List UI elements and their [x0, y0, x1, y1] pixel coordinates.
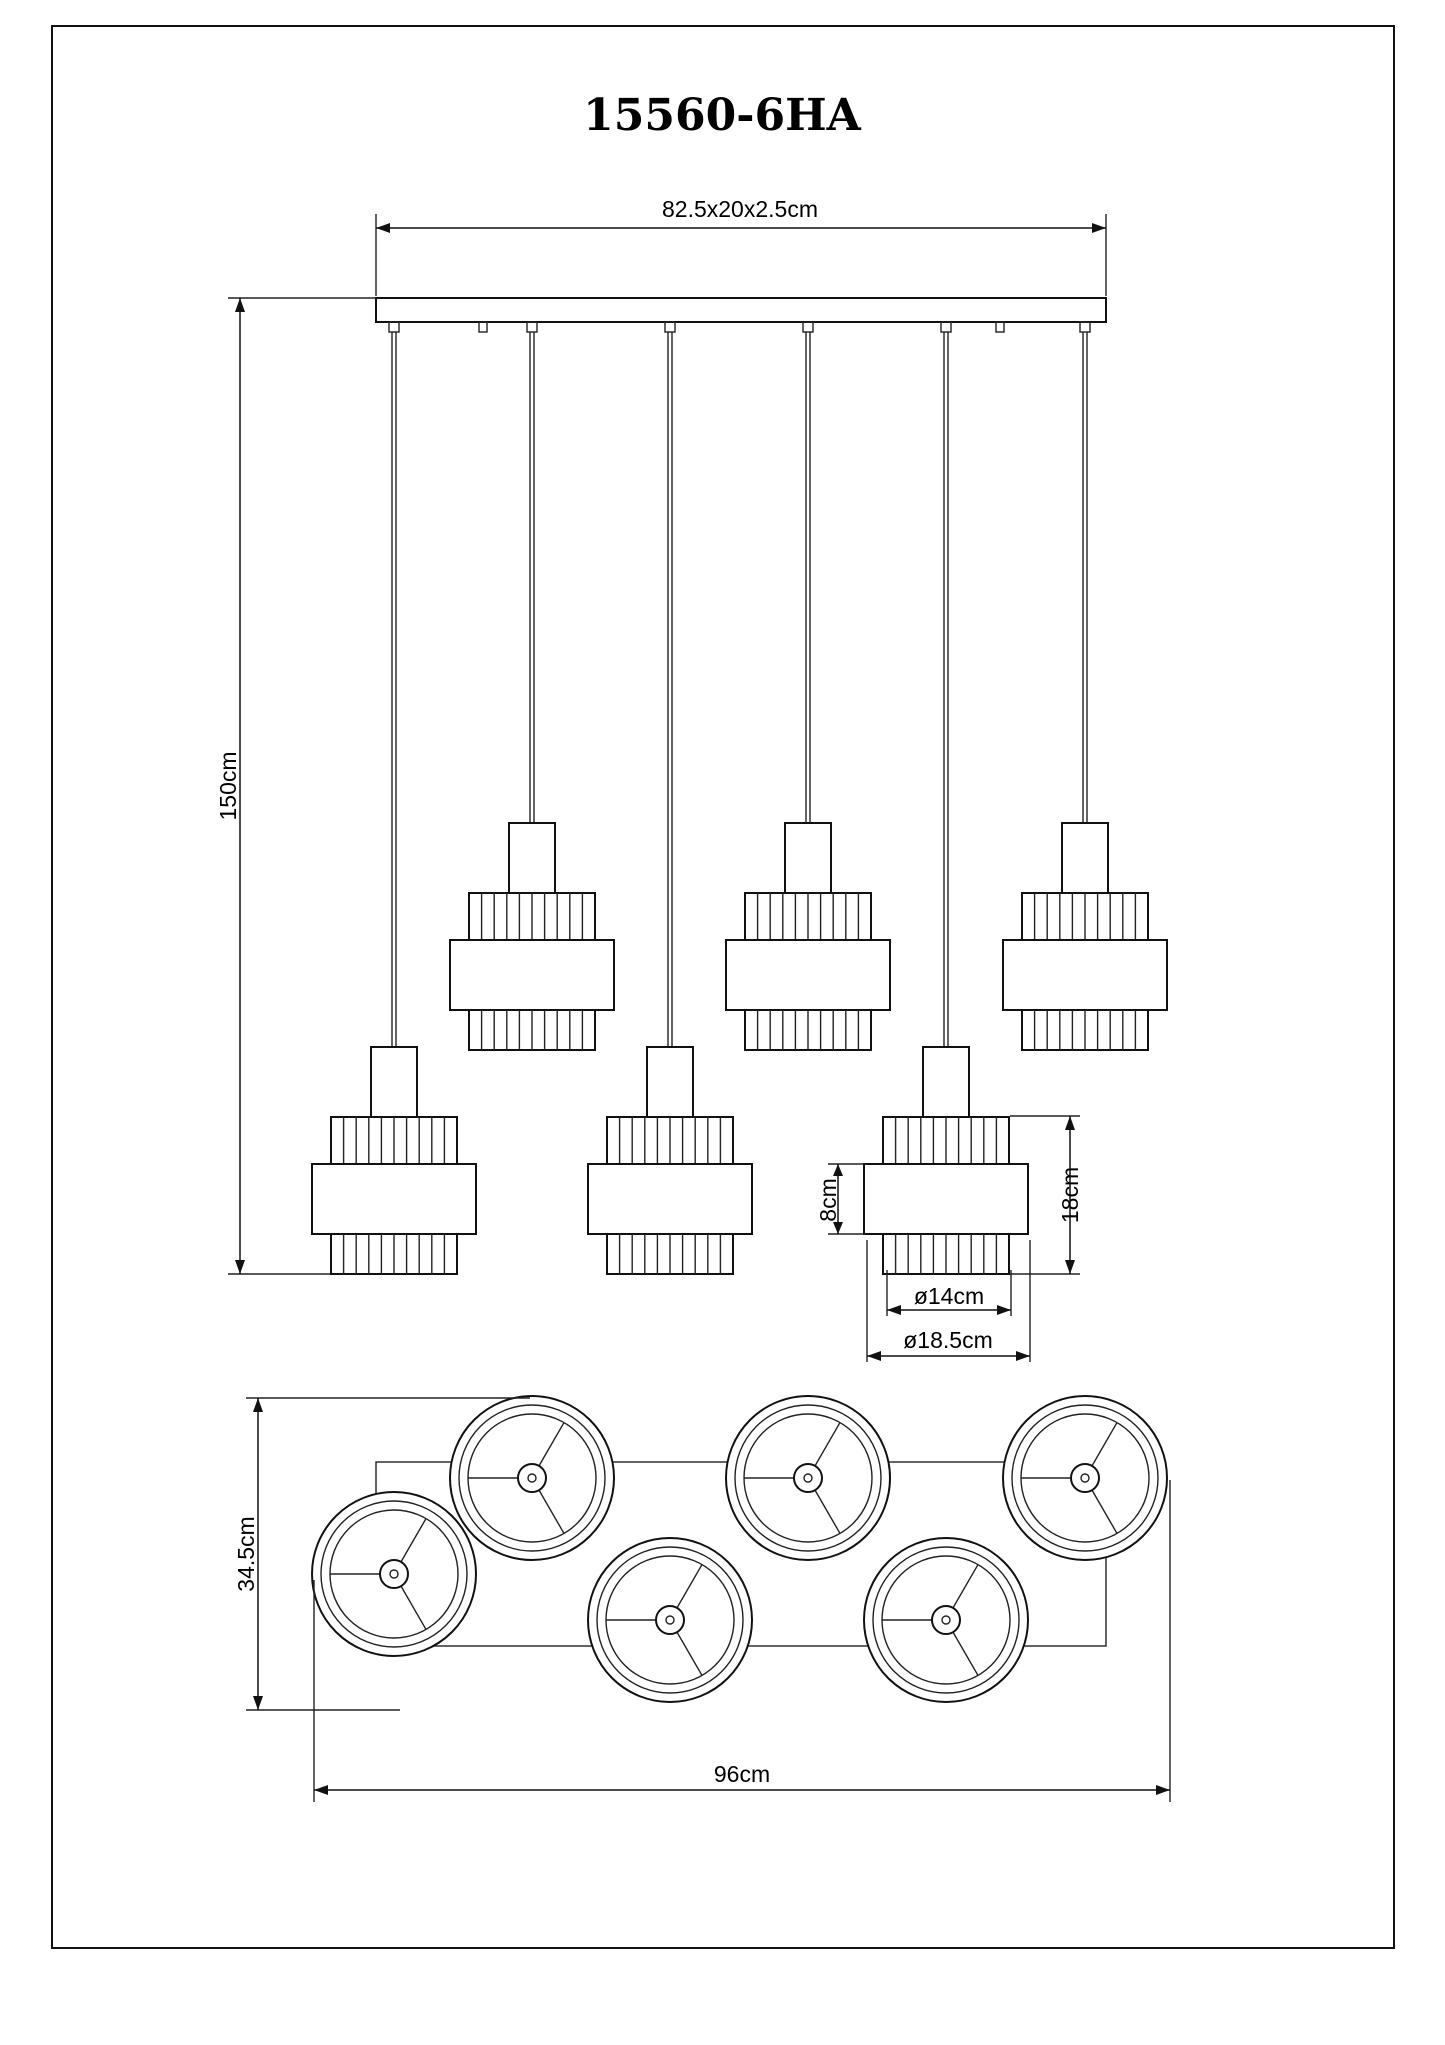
pendant-lamps: [311, 321, 1168, 1275]
page-frame: [51, 25, 1395, 1949]
model-title: 15560-6HA: [583, 90, 862, 141]
pendant-lamp: [311, 321, 477, 1275]
canopy-dimension-label: 82.5x20x2.5cm: [662, 196, 818, 222]
pendant-lamp: [449, 321, 615, 1051]
pendant-lamp: [587, 321, 753, 1275]
canopy-plate: [375, 297, 1107, 333]
total-height-dimension: 150cm: [215, 297, 376, 1275]
plan-depth-dimension: 34.5cm: [233, 1397, 530, 1711]
plan-shade: [863, 1537, 1029, 1703]
plan-shade: [1002, 1395, 1168, 1561]
plan-depth-label: 34.5cm: [233, 1516, 259, 1591]
pendant-lamp: [725, 321, 891, 1051]
plan-width-label: 96cm: [714, 1761, 770, 1787]
shade-height-label: 18cm: [1057, 1167, 1083, 1223]
plan-shade: [311, 1491, 477, 1657]
plan-view: [311, 1395, 1168, 1703]
pendant-lamp: [863, 321, 1029, 1275]
plan-shade: [587, 1537, 753, 1703]
pendant-lamp: [1002, 321, 1168, 1051]
outer-diameter-label: ø18.5cm: [903, 1327, 992, 1353]
canopy-dimension: 82.5x20x2.5cm: [375, 196, 1107, 296]
plan-shade: [449, 1395, 615, 1561]
plan-shades: [311, 1395, 1168, 1703]
band-height-label: 8cm: [815, 1178, 841, 1221]
plan-width-dimension: 96cm: [313, 1480, 1171, 1802]
plan-shade: [725, 1395, 891, 1561]
total-height-label: 150cm: [215, 751, 241, 820]
inner-diameter-label: ø14cm: [914, 1283, 984, 1309]
shade-dimensions: 18cm 8cm ø14cm ø18.5cm: [815, 1115, 1083, 1362]
